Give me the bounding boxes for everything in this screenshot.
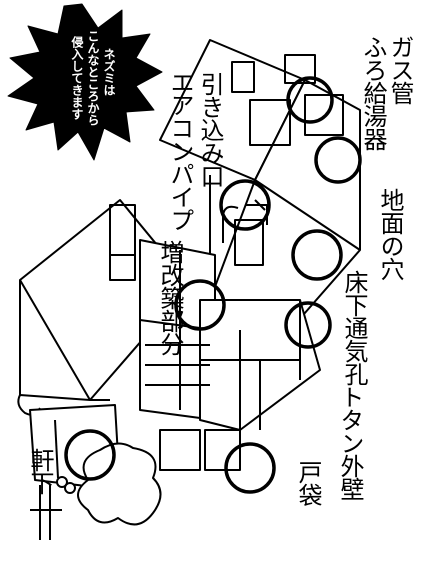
burst-line-1: ネズミは — [102, 48, 116, 96]
burst-line-3: 侵入してきます — [70, 36, 84, 120]
label-gas-pipe: ガス管 — [386, 35, 414, 104]
marker-shutter-box — [224, 442, 276, 494]
marker-aircon — [219, 179, 271, 231]
label-floor-vent: 床下通気孔 — [340, 270, 368, 385]
marker-water-heater — [314, 136, 362, 184]
marker-gas-pipe — [286, 76, 334, 124]
label-aircon-line1: エアコンパイプ — [166, 70, 194, 231]
burst-line-2: こんなところから — [86, 30, 100, 126]
main-house — [17, 199, 321, 540]
label-tin-wall: トタン外壁 — [336, 385, 364, 500]
label-eaves: 軒下 — [26, 448, 54, 494]
marker-extension — [174, 279, 226, 331]
alert-burst — [7, 3, 163, 161]
marker-floor-vent — [291, 229, 343, 281]
marker-tin-wall — [284, 301, 332, 349]
label-water-heater: ふろ給湯器 — [359, 35, 387, 150]
entry-point-markers — [64, 76, 362, 494]
label-extension: 増改築部分 — [156, 240, 184, 355]
label-ground-hole: 地面の穴 — [376, 188, 404, 280]
label-aircon-line2: 引き込み口 — [196, 72, 224, 187]
marker-eaves — [64, 429, 116, 481]
label-shutter-box: 戸袋 — [294, 460, 322, 506]
